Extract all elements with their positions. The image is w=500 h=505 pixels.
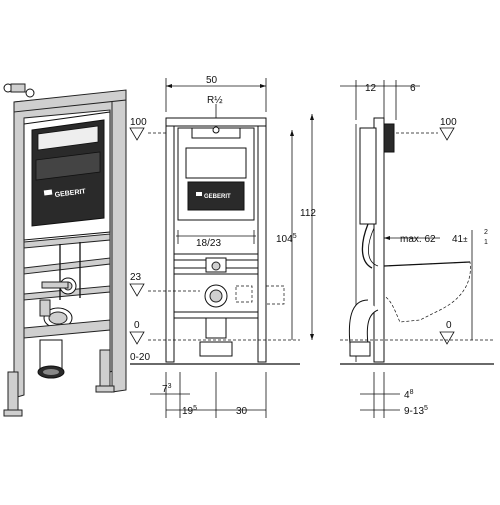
front-logo: GEBERIT bbox=[204, 194, 231, 200]
actuator-opening bbox=[37, 125, 99, 151]
front-view: 50 R½ 100 GEBERIT 18/23 23 bbox=[129, 75, 316, 418]
side-cistern bbox=[359, 127, 377, 225]
front-frame-right bbox=[257, 117, 267, 363]
dim-height-112: 112 bbox=[300, 208, 316, 219]
svg-text:GEBERIT: GEBERIT bbox=[54, 188, 86, 199]
frame-right-post bbox=[111, 93, 127, 393]
level-100-side: 100 bbox=[440, 117, 457, 128]
frame-mid-rail bbox=[23, 257, 111, 275]
dim-offset-7: 73 bbox=[162, 383, 172, 395]
geberit-logo: GEBERIT bbox=[43, 188, 87, 199]
dim-side-9-13: 9-135 bbox=[404, 405, 428, 417]
dim-thread: R½ bbox=[207, 95, 223, 106]
dim-tol-minus: 1 bbox=[484, 239, 488, 246]
level-100-front: 100 bbox=[130, 117, 147, 128]
wc-bowl-outline bbox=[383, 261, 471, 323]
adjustable-feet bbox=[3, 349, 115, 417]
flush-pipe bbox=[361, 223, 373, 269]
frame-top-rail bbox=[13, 89, 127, 113]
dim-bowl-height-41: 41± bbox=[452, 234, 468, 245]
dim-fixing-18-23: 18/23 bbox=[196, 238, 221, 249]
dim-max-62: max. 62 bbox=[400, 234, 436, 245]
level-marker-icon bbox=[129, 127, 145, 141]
dim-depth-12: 12 bbox=[365, 83, 377, 94]
dim-depth-6: 6 bbox=[410, 83, 416, 94]
side-view: 12 6 100 max. 62 41± 2 1 0 bbox=[340, 80, 494, 418]
waste-pipe bbox=[37, 339, 65, 379]
dim-offset-30: 30 bbox=[236, 406, 248, 417]
dim-tol-plus: 2 bbox=[484, 229, 488, 236]
dim-height-104: 1045 bbox=[276, 233, 297, 245]
dim-floor-0-20: 0-20 bbox=[130, 352, 150, 363]
side-actuator bbox=[383, 123, 395, 153]
isometric-frame-view: GEBERIT bbox=[3, 83, 127, 417]
dim-width-50: 50 bbox=[206, 75, 218, 86]
level-0-front: 0 bbox=[134, 320, 140, 331]
level-0-side: 0 bbox=[446, 320, 452, 331]
dim-side-4-8: 48 bbox=[404, 389, 414, 401]
dim-offset-19: 195 bbox=[182, 405, 197, 417]
inlet-fitting-icon bbox=[3, 83, 35, 98]
side-frame bbox=[373, 117, 385, 363]
front-frame-left bbox=[165, 117, 175, 363]
level-23: 23 bbox=[130, 272, 142, 283]
